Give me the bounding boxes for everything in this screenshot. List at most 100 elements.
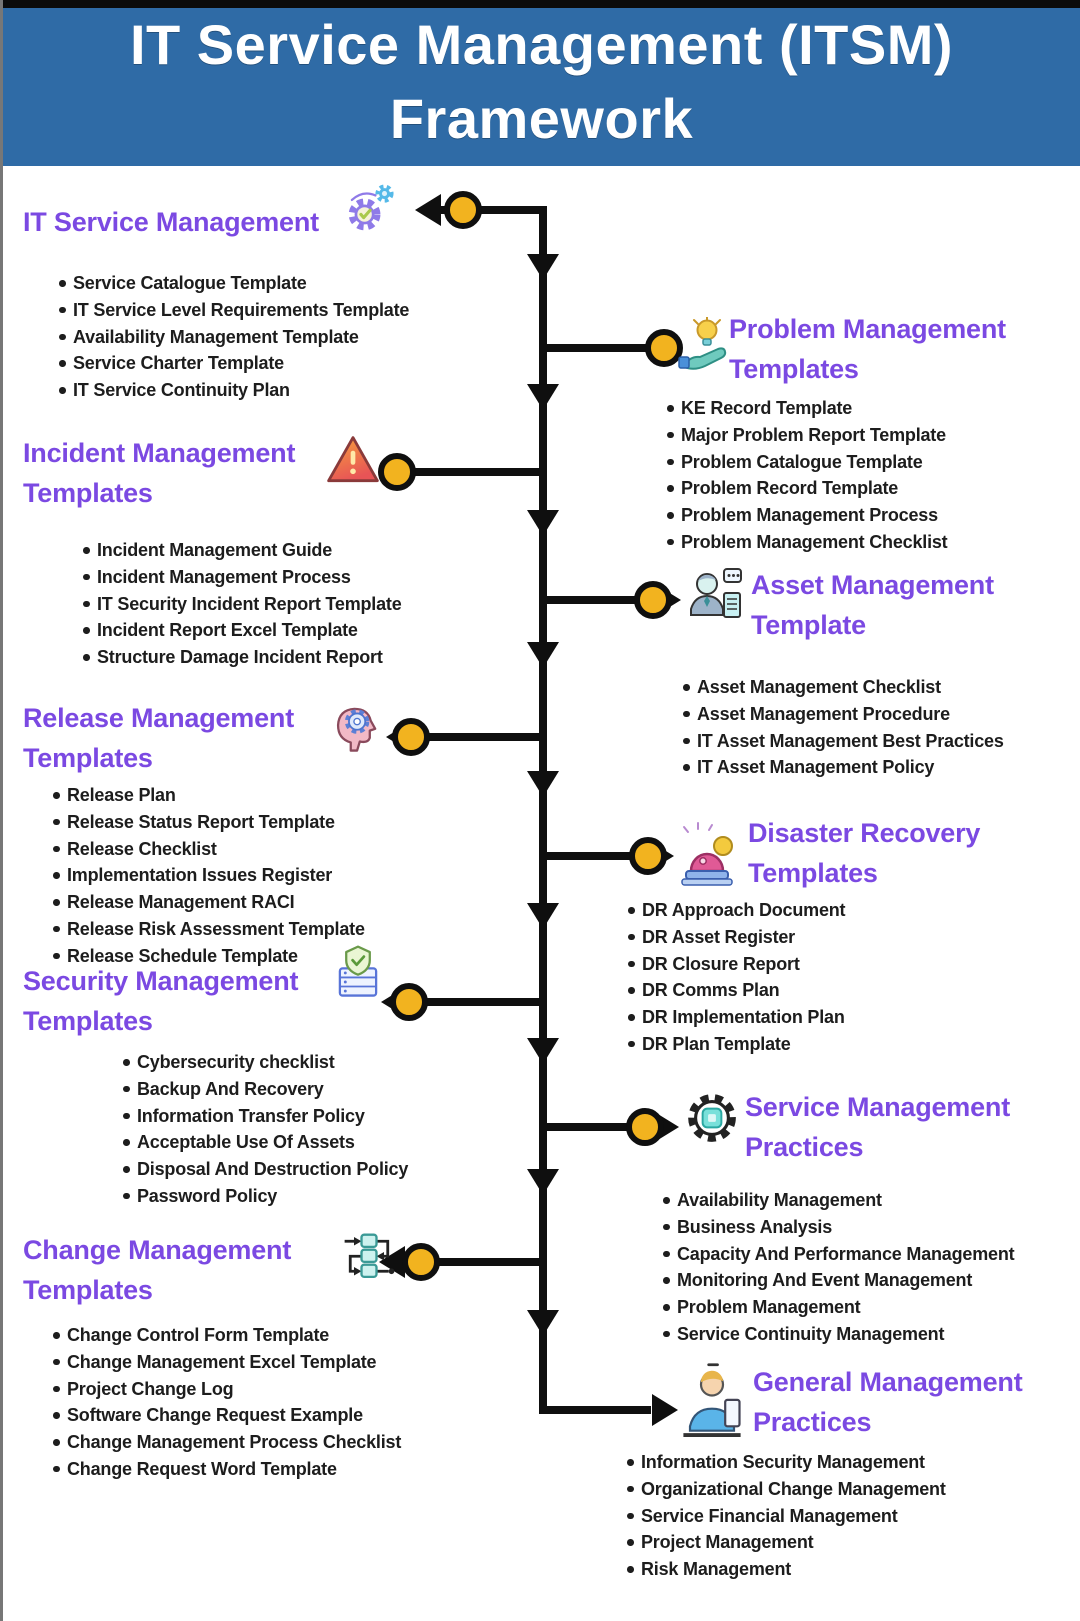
- section-disaster-recovery-templates: Disaster Recovery Templates DR Approach …: [623, 813, 1073, 1058]
- list-item: IT Security Incident Report Template: [79, 591, 543, 618]
- right-arrow-icon: [652, 1394, 678, 1426]
- spine-line: [437, 206, 651, 1414]
- gear-icon: [687, 1091, 737, 1145]
- list-item: Software Change Request Example: [49, 1402, 543, 1429]
- section-security-management-templates: Security Management Templates Cybersecur…: [23, 945, 543, 1210]
- list-item: Major Problem Report Template: [663, 422, 1073, 449]
- milestone-node: [645, 329, 683, 367]
- list-item: Information Security Management: [623, 1449, 1080, 1476]
- down-arrow-icon: [527, 1310, 559, 1336]
- warning-triangle-icon: [323, 431, 383, 491]
- milestone-node: [629, 837, 667, 875]
- top-frame-bar: [3, 0, 1080, 8]
- list-item: Release Status Report Template: [49, 809, 543, 836]
- section-it-service-management: IT Service Management Service Catalogue …: [23, 184, 543, 404]
- page-title-line2: Framework: [389, 87, 694, 150]
- milestone-node: [402, 1243, 440, 1281]
- list-item: DR Asset Register: [624, 924, 1073, 951]
- list-item: Change Management Process Checklist: [49, 1429, 543, 1456]
- milestone-node: [626, 1108, 664, 1146]
- list-item: IT Service Level Requirements Template: [55, 297, 543, 324]
- section-service-management-practices: Service Management Practices Availabilit…: [623, 1087, 1078, 1348]
- head-gear-icon: [329, 698, 387, 756]
- list-item: Monitoring And Event Management: [659, 1267, 1078, 1294]
- list-item: Release Risk Assessment Template: [49, 916, 543, 943]
- list-item: Implementation Issues Register: [49, 862, 543, 889]
- timeline-connector: [378, 191, 683, 1426]
- down-arrow-icon: [527, 384, 559, 410]
- section-title: Asset Management Template: [751, 570, 994, 640]
- list-item: Asset Management Checklist: [679, 674, 1080, 701]
- list-item: Incident Management Process: [79, 564, 543, 591]
- section-change-management-templates: Change Management Templates Change Contr…: [23, 1230, 543, 1483]
- list-item: Problem Management: [659, 1294, 1078, 1321]
- list-item: Release Schedule Template: [49, 943, 543, 970]
- list-item: Problem Catalogue Template: [663, 449, 1073, 476]
- section-title: Problem Management Templates: [729, 314, 1006, 384]
- section-incident-management-templates: Incident Management Templates Incident M…: [23, 433, 543, 671]
- list-item: Problem Management Process: [663, 502, 1073, 529]
- list-item: KE Record Template: [663, 395, 1073, 422]
- list-item: IT Asset Management Policy: [679, 754, 1080, 781]
- section-title: Security Management Templates: [23, 966, 299, 1036]
- list-item: Service Catalogue Template: [55, 270, 543, 297]
- list-item: Capacity And Performance Management: [659, 1241, 1078, 1268]
- down-arrow-icon: [527, 510, 559, 536]
- person-clipboard-icon: [686, 567, 742, 631]
- section-title: Change Management Templates: [23, 1235, 292, 1305]
- list-item: Backup And Recovery: [119, 1076, 543, 1103]
- list-item: Password Policy: [119, 1183, 543, 1210]
- list-item: Release Plan: [49, 782, 543, 809]
- shield-server-icon: [329, 943, 387, 1001]
- milestone-node: [444, 191, 482, 229]
- down-arrow-icon: [527, 254, 559, 280]
- siren-icon: [678, 821, 736, 893]
- list-item: Change Management Excel Template: [49, 1349, 543, 1376]
- list-item: Change Control Form Template: [49, 1322, 543, 1349]
- list-item: Acceptable Use Of Assets: [119, 1129, 543, 1156]
- down-arrow-icon: [527, 1038, 559, 1064]
- section-title: Incident Management Templates: [23, 438, 296, 508]
- list-item: DR Approach Document: [624, 897, 1073, 924]
- list-item: Information Transfer Policy: [119, 1103, 543, 1130]
- list-item: Structure Damage Incident Report: [79, 644, 543, 671]
- milestone-node: [390, 983, 428, 1021]
- list-item: Release Checklist: [49, 836, 543, 863]
- section-title: Release Management Templates: [23, 703, 295, 773]
- section-title: IT Service Management: [23, 207, 319, 237]
- list-item: Problem Management Checklist: [663, 529, 1073, 556]
- left-arrow-icon: [379, 1246, 405, 1278]
- list-item: Risk Management: [623, 1556, 1080, 1583]
- list-item: DR Comms Plan: [624, 977, 1073, 1004]
- flowchart-icon: [339, 1230, 399, 1290]
- down-arrow-icon: [527, 642, 559, 668]
- list-item: IT Asset Management Best Practices: [679, 728, 1080, 755]
- down-arrow-icon: [527, 903, 559, 929]
- milestone-node: [378, 453, 416, 491]
- list-item: Incident Management Guide: [79, 537, 543, 564]
- gear-check-icon: [341, 180, 399, 238]
- list-item: Availability Management Template: [55, 324, 543, 351]
- left-arrow-icon: [415, 194, 441, 226]
- list-item: Service Financial Management: [623, 1503, 1080, 1530]
- list-item: Availability Management: [659, 1187, 1078, 1214]
- section-title: Disaster Recovery Templates: [748, 818, 981, 888]
- lightbulb-hand-icon: [677, 317, 729, 385]
- milestone-node: [634, 581, 672, 619]
- list-item: Service Charter Template: [55, 350, 543, 377]
- section-general-management-practices: General Management Practices Information…: [623, 1362, 1080, 1583]
- list-item: Project Management: [623, 1529, 1080, 1556]
- list-item: DR Plan Template: [624, 1031, 1073, 1058]
- milestone-node: [392, 718, 430, 756]
- list-item: Incident Report Excel Template: [79, 617, 543, 644]
- section-asset-management-template: Asset Management Template Asset Manageme…: [663, 565, 1080, 781]
